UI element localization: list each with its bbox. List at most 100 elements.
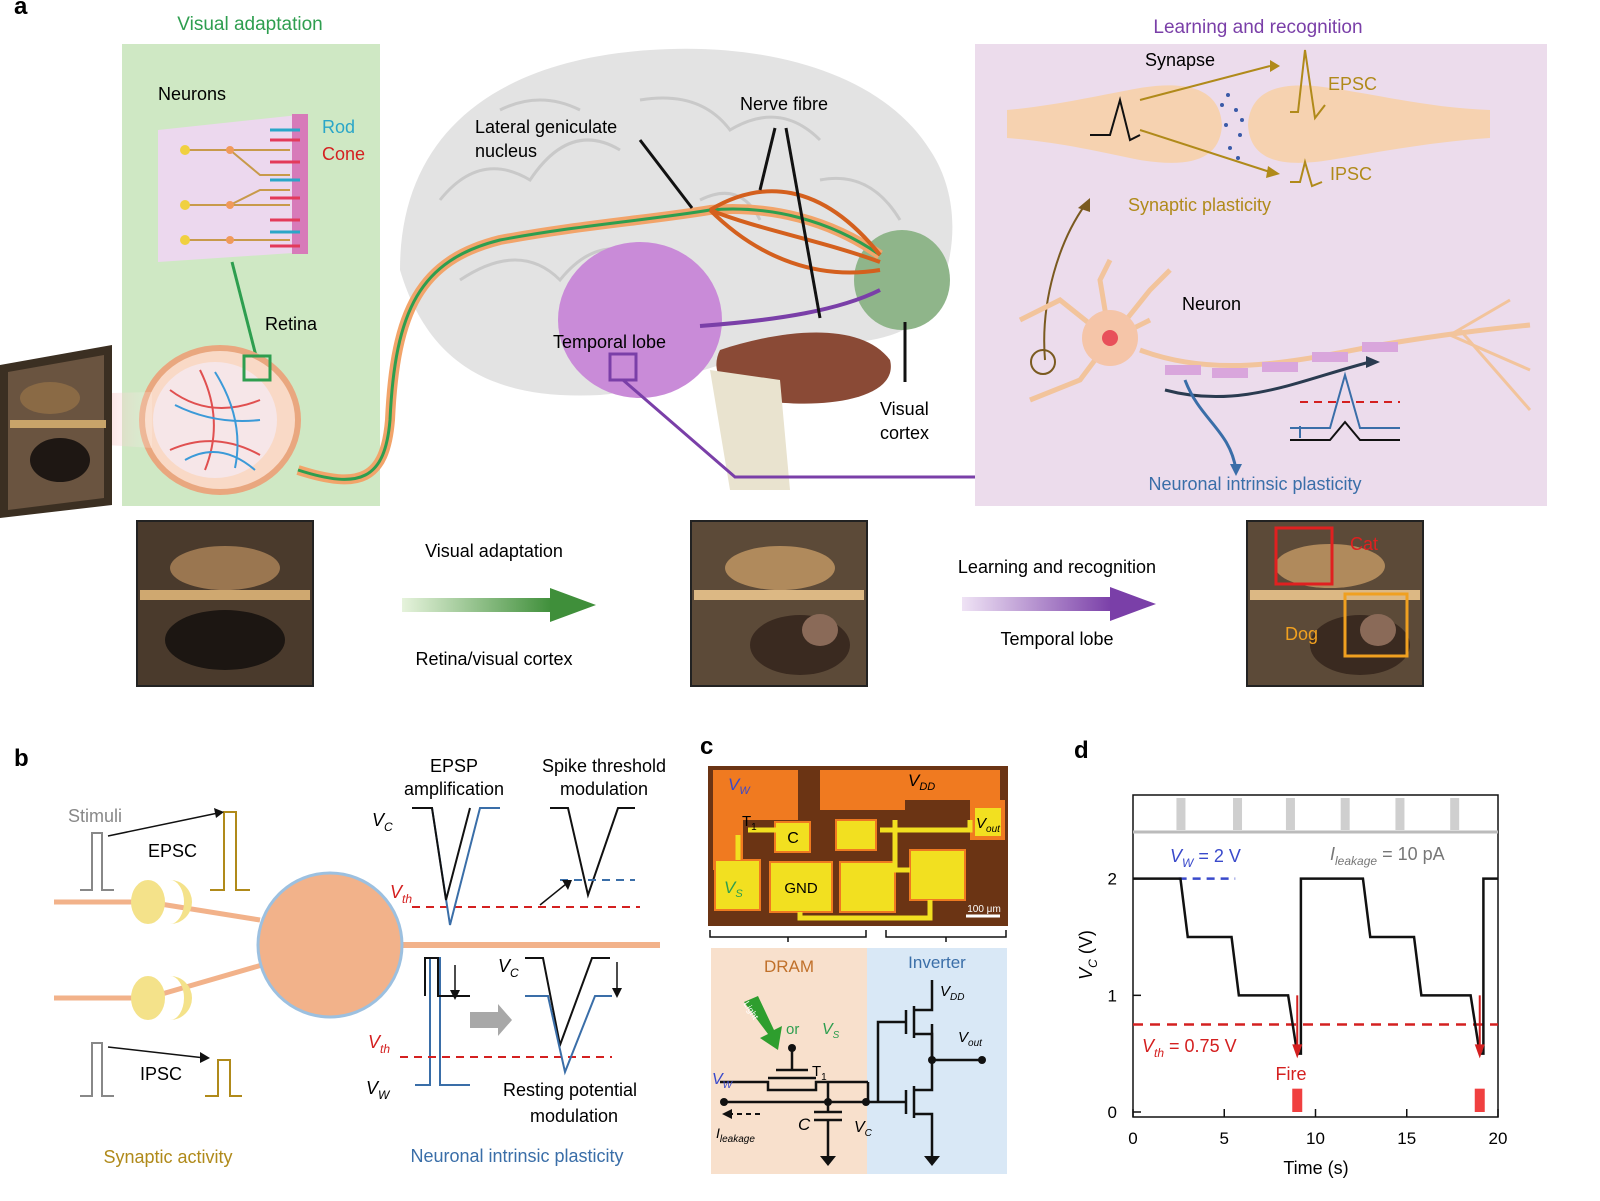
epsp-label-2: amplification (404, 779, 504, 799)
vc-label-circuit: VC (854, 1119, 873, 1139)
chip-brackets (709, 930, 1007, 942)
fire-spike (1292, 1088, 1303, 1112)
retina-highlight-box (242, 354, 272, 382)
ipsc-label-b: IPSC (140, 1064, 182, 1084)
svg-text:Vout: Vout (958, 1029, 983, 1049)
fire-arrowhead (1474, 1044, 1485, 1059)
flow-image-1 (136, 520, 314, 687)
brain-illustration (400, 48, 953, 490)
neuron-illustration (1018, 198, 1532, 476)
vw-label-circuit: VW (712, 1071, 734, 1091)
vth-annotation: Vth = 0.75 V (1142, 1036, 1237, 1060)
synapse-illustration (1007, 49, 1490, 188)
write-pulse (1395, 798, 1405, 830)
c-label-chip: C (787, 830, 799, 847)
spike-label-2: modulation (560, 779, 648, 799)
flow-retina-cortex-label: Retina/visual cortex (415, 649, 572, 669)
write-pulse (1340, 798, 1350, 830)
svg-text:T1: T1 (742, 813, 757, 833)
visual-cortex-label-2: cortex (880, 423, 929, 443)
visual-adaptation-title: Visual adaptation (177, 14, 322, 35)
inverter-label: Inverter (908, 953, 966, 972)
flow-arrow-green (402, 588, 596, 622)
x-tick-label: 0 (1128, 1129, 1137, 1148)
retina-zoom-line (230, 261, 258, 357)
synaptic-activity-label: Synaptic activity (103, 1147, 232, 1167)
svg-text:VC: VC (854, 1119, 873, 1139)
input-image (0, 345, 112, 518)
y-tick-label: 0 (1108, 1103, 1117, 1122)
y-tick-label: 1 (1108, 986, 1117, 1005)
flow-learning-label: Learning and recognition (958, 557, 1156, 577)
chip-micrograph (708, 766, 1008, 926)
vth-label-b2: Vth (368, 1032, 390, 1056)
svg-text:VC: VC (498, 956, 519, 980)
vdd-label-chip: VDD (908, 771, 935, 793)
write-pulse (1176, 798, 1186, 830)
epsp-label-1: EPSP (430, 756, 478, 776)
neuron-label: Neuron (1182, 294, 1241, 314)
stimuli-label: Stimuli (68, 806, 122, 826)
fire-spike (1474, 1088, 1485, 1112)
ipsc-label: IPSC (1330, 164, 1372, 184)
svg-text:VW = 2 V: VW = 2 V (1170, 846, 1241, 870)
flow-temporal-label: Temporal lobe (1000, 629, 1113, 649)
write-pulse (1450, 798, 1460, 830)
x-tick-label: 5 (1220, 1129, 1229, 1148)
vw-label-b: VW (366, 1078, 391, 1102)
svg-text:Ileakage = 10 pA: Ileakage = 10 pA (1330, 844, 1445, 868)
vdd-label-circuit: VDD (940, 983, 964, 1003)
circuit-schematic (720, 980, 982, 1156)
svg-text:Vout: Vout (976, 815, 1001, 835)
leakage-arrowhead (722, 1109, 732, 1119)
chart-y-label: VC (V) (1076, 930, 1100, 980)
epsc-label: EPSC (1328, 74, 1377, 94)
chart-x-label: Time (s) (1283, 1158, 1348, 1178)
svg-text:VS: VS (724, 878, 743, 900)
cat-detection-box (1274, 526, 1334, 586)
scale-bar-label: 100 μm (967, 904, 1001, 915)
or-label: or (786, 1021, 799, 1038)
retina-neurons-illustration (158, 114, 308, 262)
epsc-label-b: EPSC (148, 841, 197, 861)
ileak-label-circuit: Ileakage (716, 1125, 755, 1145)
lgn-label-1: Lateral geniculate (475, 117, 617, 137)
synapse-diagram (54, 808, 660, 1097)
svg-text:Vth: Vth (368, 1032, 390, 1056)
vs-label-circuit: VS (822, 1021, 840, 1041)
flow-visual-adaptation-label: Visual adaptation (425, 541, 563, 561)
vth-label-b1: Vth (390, 882, 412, 906)
vs-label-chip: VS (724, 878, 743, 900)
synapse-label: Synapse (1145, 50, 1215, 70)
synaptic-plasticity-label: Synaptic plasticity (1128, 195, 1271, 215)
vw-label-chip: VW (728, 775, 751, 797)
x-tick-label: 15 (1397, 1129, 1416, 1148)
flow-arrow-purple (962, 587, 1156, 621)
svg-text:VS: VS (822, 1021, 840, 1041)
vout-label-circuit: Vout (958, 1029, 983, 1049)
cat-label: Cat (1350, 534, 1378, 554)
t1-label-chip: T1 (742, 813, 757, 833)
gnd-label-chip: GND (784, 880, 818, 897)
svg-text:VW: VW (712, 1071, 734, 1091)
vout-label-chip: Vout (976, 815, 1001, 835)
flow-image-2 (690, 520, 868, 687)
circuit-dots (720, 1044, 986, 1166)
svg-text:VC (V): VC (V) (1076, 930, 1100, 980)
t1-label-circuit: T1 (812, 1063, 827, 1083)
svg-text:VDD: VDD (908, 771, 935, 793)
brain-label-lines (638, 127, 907, 382)
vc-label-b2: VC (498, 956, 519, 980)
x-tick-label: 20 (1489, 1129, 1508, 1148)
fire-arrowhead (1292, 1044, 1303, 1059)
y-tick-label: 2 (1108, 870, 1117, 889)
panel-a-letter: a (14, 0, 28, 20)
cone-label: Cone (322, 144, 365, 164)
svg-text:VW: VW (366, 1078, 391, 1102)
panel-c-letter: c (700, 733, 713, 760)
write-pulse (1233, 798, 1243, 830)
epsp-waveforms (412, 807, 640, 926)
resting-waveforms (400, 957, 622, 1086)
ileak-annotation: Ileakage = 10 pA (1330, 844, 1445, 868)
